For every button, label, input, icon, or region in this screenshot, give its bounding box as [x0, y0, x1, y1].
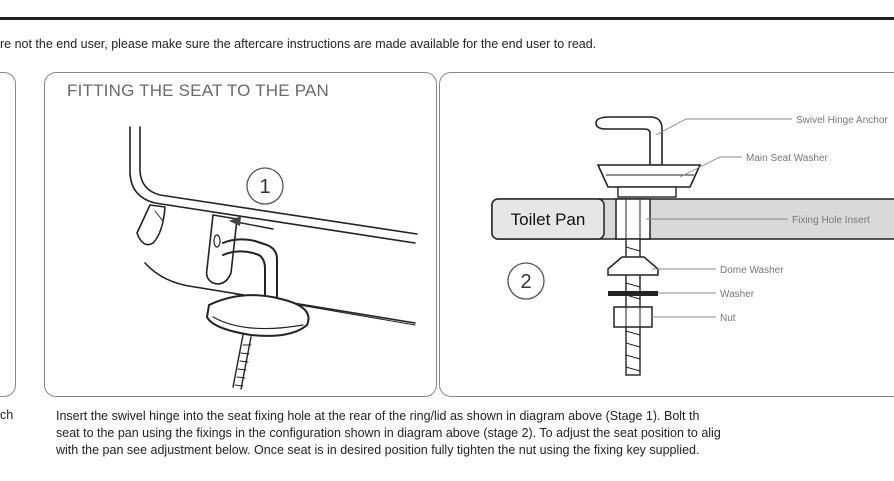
- label-nut: Nut: [720, 313, 736, 324]
- fitting-diagram: 1: [129, 126, 418, 390]
- instruction-line: seat to the pan using the fixings in the…: [56, 426, 721, 440]
- nut: [613, 306, 653, 328]
- instructions-paragraph: Insert the swivel hinge into the seat fi…: [56, 408, 894, 459]
- top-rule: [0, 17, 894, 20]
- stage-2-number: 2: [520, 271, 531, 293]
- left-panel-edge: [0, 72, 16, 397]
- label-washer: Washer: [720, 289, 755, 300]
- swivel-anchor: [222, 238, 278, 298]
- instruction-line: Insert the swivel hinge into the seat fi…: [56, 409, 700, 423]
- exploded-view-panel: Toilet Pan Swivel Hinge Anchor: [439, 72, 894, 397]
- panel-title: FITTING THE SEAT TO THE PAN: [67, 81, 330, 100]
- instruction-line: with the pan see adjustment below. Once …: [56, 443, 700, 457]
- fixing-hole-insert: [615, 198, 651, 240]
- threaded-bolt: [232, 334, 252, 390]
- dome-washer: [607, 256, 659, 276]
- label-dome-washer: Dome Washer: [720, 265, 784, 276]
- fitting-diagram-panel: FITTING THE SEAT TO THE PAN: [44, 72, 437, 397]
- stage-1-number: 1: [259, 176, 270, 198]
- seat-outline: [129, 126, 416, 244]
- pan-label-box: [491, 198, 605, 240]
- stage-2-circle: [507, 262, 545, 300]
- label-fixing-hole-insert: Fixing Hole Insert: [792, 215, 870, 226]
- swivel-hinge-anchor: [595, 116, 663, 166]
- exploded-diagram: Toilet Pan Swivel Hinge Anchor: [491, 115, 894, 376]
- dome-washer-s1: [206, 294, 310, 337]
- hinge-block-left: [136, 204, 166, 246]
- intro-text: re not the end user, please make sure th…: [0, 37, 597, 51]
- hinge-block-right: [205, 214, 238, 285]
- insert-arrow-icon: [229, 216, 241, 226]
- flat-washer: [608, 291, 658, 296]
- seat-outline-inner: [139, 126, 418, 235]
- stage-1-circle: [246, 167, 284, 205]
- label-swivel-hinge-anchor: Swivel Hinge Anchor: [796, 115, 888, 126]
- main-seat-washer: [596, 164, 702, 188]
- pan-label: Toilet Pan: [511, 210, 586, 229]
- left-column-fragment: ch: [0, 408, 14, 422]
- seat-lower-edge: [144, 262, 416, 324]
- label-main-seat-washer: Main Seat Washer: [746, 153, 829, 164]
